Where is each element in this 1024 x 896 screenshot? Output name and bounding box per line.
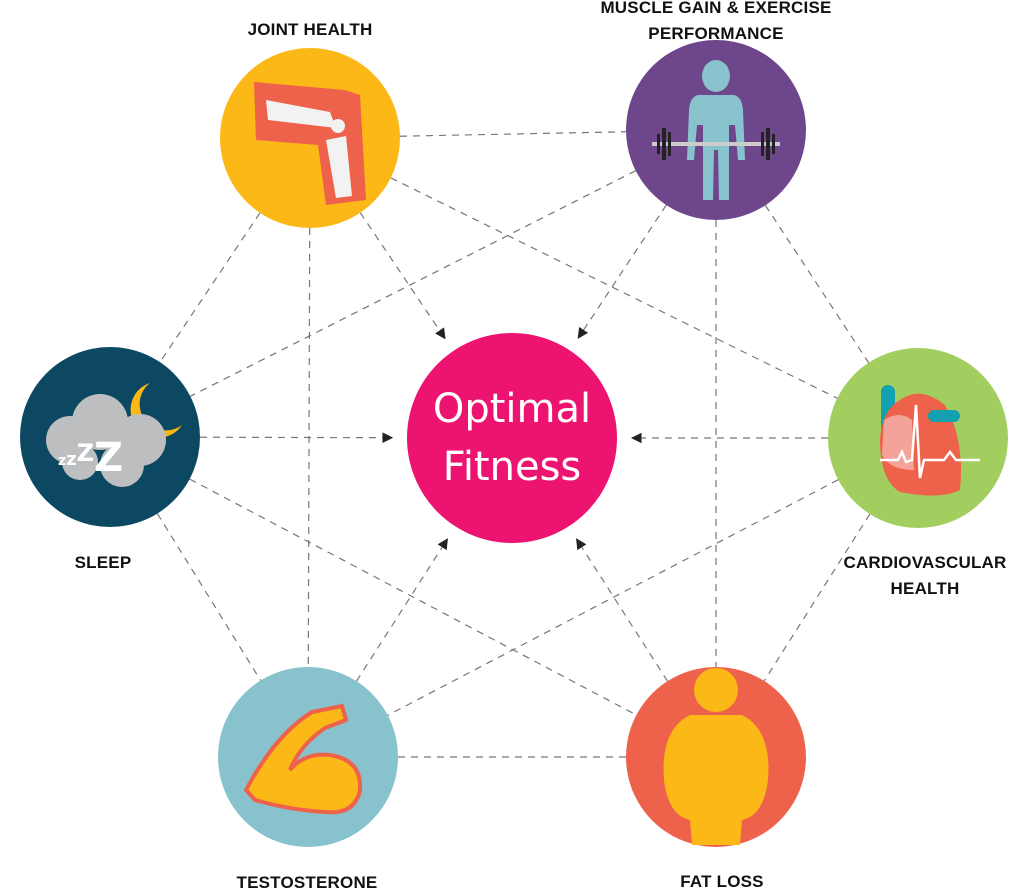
center-label-line2: Fitness bbox=[412, 438, 612, 496]
node-muscle-gain bbox=[626, 40, 806, 220]
label-fat-loss: FAT LOSS bbox=[680, 869, 763, 895]
arrow-testosterone-to-center bbox=[356, 539, 447, 681]
node-sleep: zzZZ bbox=[20, 347, 200, 527]
connector-joint-sleep bbox=[160, 213, 260, 362]
node-joint-health bbox=[220, 48, 400, 228]
label-sleep: SLEEP bbox=[75, 550, 132, 576]
label-line: JOINT HEALTH bbox=[248, 17, 373, 43]
arrow-fatloss-to-center bbox=[577, 539, 668, 681]
label-testosterone: TESTOSTERONE bbox=[237, 870, 378, 896]
label-joint-health: JOINT HEALTH bbox=[248, 17, 373, 43]
label-line: SLEEP bbox=[75, 550, 132, 576]
node-cardio bbox=[828, 348, 1008, 528]
connector-joint-muscle bbox=[400, 132, 626, 136]
node-testosterone bbox=[218, 667, 398, 847]
node-fat-loss bbox=[626, 667, 806, 847]
label-line: PERFORMANCE bbox=[600, 21, 831, 47]
connector-joint-testosterone bbox=[308, 228, 309, 667]
label-line: CARDIOVASCULAR bbox=[843, 550, 1006, 576]
center-label: Optimal Fitness bbox=[412, 380, 612, 496]
label-line: TESTOSTERONE bbox=[237, 870, 378, 896]
arrow-muscle-to-center bbox=[578, 205, 666, 338]
connector-sleep-testosterone bbox=[157, 514, 260, 681]
label-line: FAT LOSS bbox=[680, 869, 763, 895]
connector-muscle-cardio bbox=[765, 205, 868, 362]
center-label-line1: Optimal bbox=[412, 380, 612, 438]
arrow-joint-to-center bbox=[360, 213, 445, 339]
label-line: MUSCLE GAIN & EXERCISE bbox=[600, 0, 831, 21]
label-line: HEALTH bbox=[843, 576, 1006, 602]
